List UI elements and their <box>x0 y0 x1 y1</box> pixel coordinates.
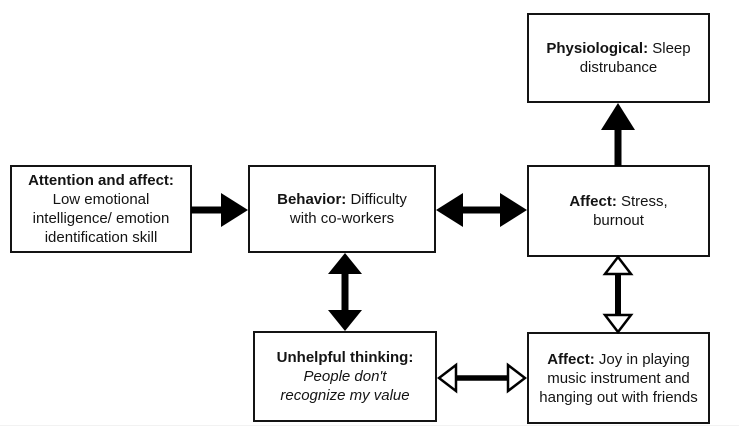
box-physiological-body: Sleep distrubance <box>579 40 691 76</box>
arrow-affect-stress-to-physiological <box>601 103 635 166</box>
box-affect-stress-text: Affect: Stress, burnout <box>557 192 680 230</box>
box-behavior-text: Behavior: Difficulty with co-workers <box>263 190 421 228</box>
box-unhelpful-thinking-text: Unhelpful thinking: People don't recogni… <box>275 348 415 405</box>
box-attention-and-affect-text: Attention and affect: Low emotional inte… <box>14 171 188 247</box>
box-behavior-heading: Behavior: <box>277 191 347 208</box>
box-affect-joy-heading: Affect: <box>547 350 595 368</box>
arrow-attention-to-behavior <box>191 193 248 227</box>
box-affect-joy-text: Affect: Joy in playing music instrument … <box>535 350 702 407</box>
box-affect-stress-body: Stress, burnout <box>593 193 668 229</box>
box-affect-joy-body: Joy in playing music instrument and hang… <box>539 350 698 406</box>
arrow-affect-stress-affect-joy <box>602 255 634 334</box>
box-unhelpful-thinking: Unhelpful thinking: People don't recogni… <box>253 331 437 422</box>
box-physiological-heading: Physiological: <box>546 40 649 57</box>
box-attention-and-affect-heading: Attention and affect: <box>28 172 174 189</box>
arrow-unhelpful-thinking-affect-joy <box>437 362 527 394</box>
box-physiological-text: Physiological: Sleep distrubance <box>537 39 700 77</box>
page-bottom-edge <box>0 425 739 426</box>
box-physiological: Physiological: Sleep distrubance <box>527 13 710 103</box>
box-unhelpful-thinking-heading: Unhelpful thinking: <box>276 349 414 366</box>
box-affect-stress: Affect: Stress, burnout <box>527 165 710 257</box>
box-behavior: Behavior: Difficulty with co-workers <box>248 165 436 253</box>
arrow-behavior-unhelpful-thinking <box>328 253 362 331</box>
box-behavior-body: Difficulty with co-workers <box>289 191 407 227</box>
box-attention-and-affect-body: Low emotional intelligence/ emotion iden… <box>32 191 170 246</box>
arrow-behavior-affect-stress <box>436 193 527 227</box>
box-affect-joy: Affect: Joy in playing music instrument … <box>527 332 710 424</box>
box-unhelpful-thinking-body: People don't recognize my value <box>280 368 410 404</box>
box-attention-and-affect: Attention and affect: Low emotional inte… <box>10 165 192 253</box>
box-affect-stress-heading: Affect: <box>569 193 617 210</box>
